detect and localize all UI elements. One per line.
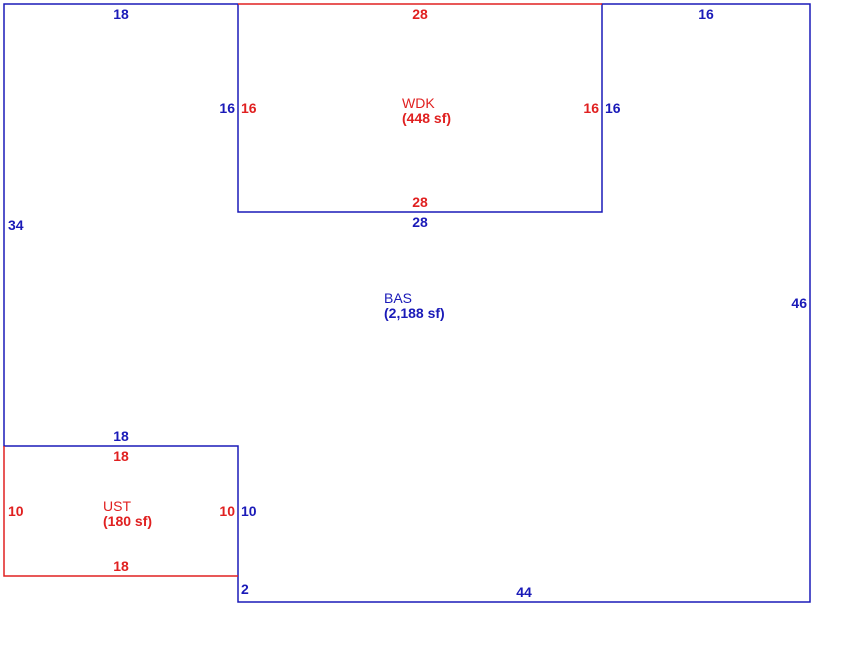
bas-outline — [3, 3, 811, 603]
dim-bas-wdk-left: 16 — [219, 100, 235, 116]
dim-bas-wdk-bottom: 28 — [412, 214, 428, 230]
dim-bas-top-right: 16 — [698, 6, 714, 22]
dim-bas-bottom: 44 — [516, 584, 532, 600]
dim-bas-left: 34 — [8, 217, 24, 233]
dim-wdk-left: 16 — [241, 100, 257, 116]
dim-wdk-top: 28 — [412, 6, 428, 22]
area-ust-code: UST — [103, 498, 131, 514]
area-wdk-size: (448 sf) — [402, 110, 451, 126]
area-ust-size: (180 sf) — [103, 513, 152, 529]
dim-bas-ust-right: 10 — [241, 503, 257, 519]
dim-ust-left: 10 — [8, 503, 24, 519]
dim-bas-ust-top: 18 — [113, 428, 129, 444]
dim-ust-right: 10 — [219, 503, 235, 519]
dim-wdk-right: 16 — [583, 100, 599, 116]
area-bas-size: (2,188 sf) — [384, 305, 445, 321]
dim-bas-top-left: 18 — [113, 6, 129, 22]
dim-ust-bottom: 18 — [113, 558, 129, 574]
dim-bas-wdk-right: 16 — [605, 100, 621, 116]
area-wdk-code: WDK — [402, 95, 435, 111]
dim-wdk-bottom: 28 — [412, 194, 428, 210]
dim-bas-step: 2 — [241, 581, 249, 597]
dim-ust-top: 18 — [113, 448, 129, 464]
area-bas-code: BAS — [384, 290, 412, 306]
dim-bas-right: 46 — [791, 295, 807, 311]
ust-outline — [3, 446, 238, 577]
